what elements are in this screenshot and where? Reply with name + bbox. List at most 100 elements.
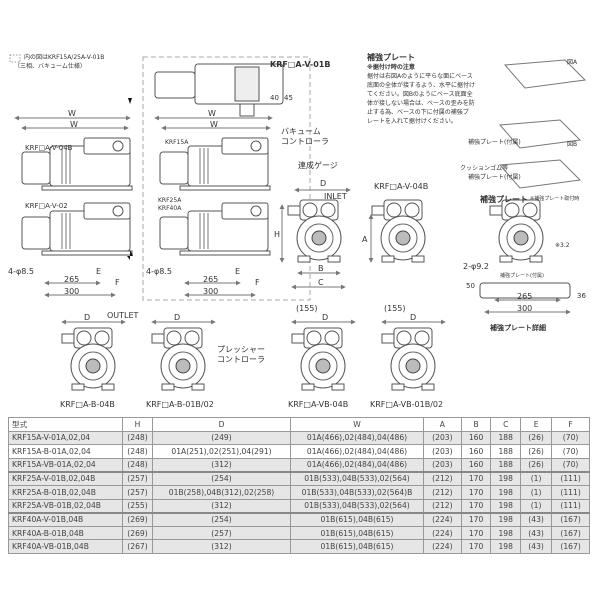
table-cell: 198 — [490, 470, 522, 486]
table-row: KRF40A-V-01B,04B(269)(254)01B(615),04B(6… — [8, 511, 590, 527]
table-cell: (70) — [551, 430, 590, 446]
table-cell: (257) — [122, 484, 153, 500]
dim-d-b04b: D — [84, 313, 91, 322]
table-row: KRF25A-B-01B,02,04B(257)01B(258),04B(312… — [8, 484, 590, 500]
dim-d-front: D — [320, 179, 327, 188]
table-cell: 01A(466),02(484),04(486) — [290, 444, 424, 459]
plate-note-line: 体が接しない場合は、ベースの歪みを防 — [367, 100, 475, 107]
label-vacuum-controller-1: バキューム — [281, 127, 321, 136]
dim-plate-265: 265 — [517, 292, 533, 301]
table-cell: 01A(466),02(484),04(486) — [290, 430, 424, 446]
plate-title-note: ※補強プレート取付時 — [530, 196, 580, 202]
spec-table: 型式 H D W A B C E F KRF15A-V-01A,02,04(24… — [8, 417, 590, 554]
col-a: A — [423, 417, 462, 432]
table-cell: 198 — [490, 484, 522, 500]
dim-d-vb04b: D — [322, 313, 329, 322]
label-inlet: INLET — [324, 192, 347, 201]
plate-attached-label: 補強プレート(付属) — [468, 139, 521, 146]
table-cell: (212) — [423, 484, 462, 500]
table-cell: 170 — [460, 470, 492, 486]
table-cell: KRF15A-B-01A,02,04 — [8, 444, 123, 459]
dim-w2: W — [70, 120, 78, 129]
dim-plate-300: 300 — [517, 304, 533, 313]
label-vacuum-controller-2: コントローラ — [281, 137, 329, 146]
col-d: D — [152, 417, 291, 432]
table-cell: (1) — [520, 484, 553, 500]
plate-note-line: 止する為、ベースの下に付属の補強プ — [367, 109, 469, 116]
plate-detail-label: 補強プレート詳細 — [490, 324, 546, 332]
label-v04b-front: KRF□A-V-04B — [374, 182, 429, 191]
label-v01b: KRF□A-V-01B — [270, 60, 331, 69]
table-cell: 01B(615),04B(615) — [290, 525, 424, 541]
legend-line-1: 内の図はKRF15A/25A-V-01B — [24, 54, 105, 61]
table-cell: 01B(615),04B(615) — [290, 511, 424, 527]
table-cell: (224) — [423, 525, 462, 541]
dim-155-vb04b: (155) — [296, 304, 318, 313]
dim-265-left: 265 — [64, 275, 80, 284]
dim-hole-left: 4-φ8.5 — [8, 267, 34, 276]
label-compound-gauge: 連成ゲージ — [298, 161, 338, 170]
table-cell: (203) — [423, 444, 462, 459]
col-b: B — [460, 417, 492, 432]
dim-e-left: E — [96, 267, 102, 276]
table-row: KRF25A-V-01B,02,04B(257)(254)01B(533),04… — [8, 470, 590, 486]
table-row: KRF15A-VB-01A,02,04(248)(312)01A(466),02… — [8, 457, 590, 473]
col-f: F — [551, 417, 590, 432]
fig-a-label: 図A — [567, 59, 578, 66]
dim-300-left: 300 — [64, 287, 80, 296]
table-cell: (312) — [152, 457, 291, 473]
table-cell: (267) — [122, 539, 153, 554]
table-cell: (26) — [520, 457, 553, 473]
label-v04b: KRF□A-V-04B — [25, 144, 73, 152]
label-pressure-controller-2: コントローラ — [217, 355, 265, 364]
col-h: H — [122, 417, 153, 432]
label-vb04b: KRF□A-VB-04B — [288, 400, 349, 409]
label-b01b02: KRF□A-B-01B/02 — [146, 400, 214, 409]
table-cell: 01B(615),04B(615) — [290, 539, 424, 554]
table-cell: 160 — [460, 444, 492, 459]
dim-plate-hole: 2-φ9.2 — [463, 262, 489, 271]
plate-note-subtitle: ※据付け時の注意 — [367, 64, 415, 71]
table-cell: 170 — [460, 484, 492, 500]
plate-note-line: 底面の全体が接するよう、水平に据付け — [367, 82, 476, 89]
table-cell: (1) — [520, 498, 553, 514]
table-cell: (203) — [423, 430, 462, 446]
table-cell: (248) — [122, 430, 153, 446]
label-krf15a: KRF15A — [165, 139, 189, 146]
table-cell: 188 — [490, 457, 522, 473]
table-cell: (111) — [551, 484, 590, 500]
table-cell: (249) — [152, 430, 291, 446]
dim-e-mid: E — [235, 267, 241, 276]
table-cell: 188 — [490, 430, 522, 446]
fig-b-label: 図B — [567, 141, 578, 148]
dim-a: A — [362, 235, 368, 244]
dim-h: H — [274, 230, 281, 239]
table-cell: (167) — [551, 511, 590, 527]
dim-300-mid: 300 — [203, 287, 219, 296]
col-w: W — [290, 417, 424, 432]
table-cell: KRF25A-VB-01B,02,04B — [8, 498, 123, 514]
table-cell: 198 — [490, 511, 522, 527]
dim-155-vb01b: (155) — [384, 304, 406, 313]
plate-attached-label-2: 補強プレート(付属) — [468, 174, 521, 181]
table-cell: (26) — [520, 444, 553, 459]
table-cell: 170 — [460, 525, 492, 541]
dim-40: 40 — [270, 94, 279, 102]
dim-w1: W — [68, 109, 76, 118]
table-cell: 198 — [490, 498, 522, 514]
dim-f-left: F — [115, 278, 120, 287]
table-cell: (167) — [551, 525, 590, 541]
table-cell: (312) — [152, 498, 291, 514]
table-cell: 160 — [460, 430, 492, 446]
table-cell: KRF40A-VB-01B,04B — [8, 539, 123, 554]
table-cell: (255) — [122, 498, 153, 514]
table-cell: 01A(251),02(251),04(291) — [152, 444, 291, 459]
label-vb01b02: KRF□A-VB-01B/02 — [370, 400, 444, 409]
table-cell: KRF40A-V-01B,04B — [8, 511, 123, 527]
dim-3-2: ※3.2 — [555, 242, 570, 249]
table-row: KRF25A-VB-01B,02,04B(255)(312)01B(533),0… — [8, 498, 590, 514]
table-cell: 170 — [460, 539, 492, 554]
table-cell: (269) — [122, 511, 153, 527]
col-model: 型式 — [8, 417, 123, 432]
dim-c: C — [318, 278, 324, 287]
